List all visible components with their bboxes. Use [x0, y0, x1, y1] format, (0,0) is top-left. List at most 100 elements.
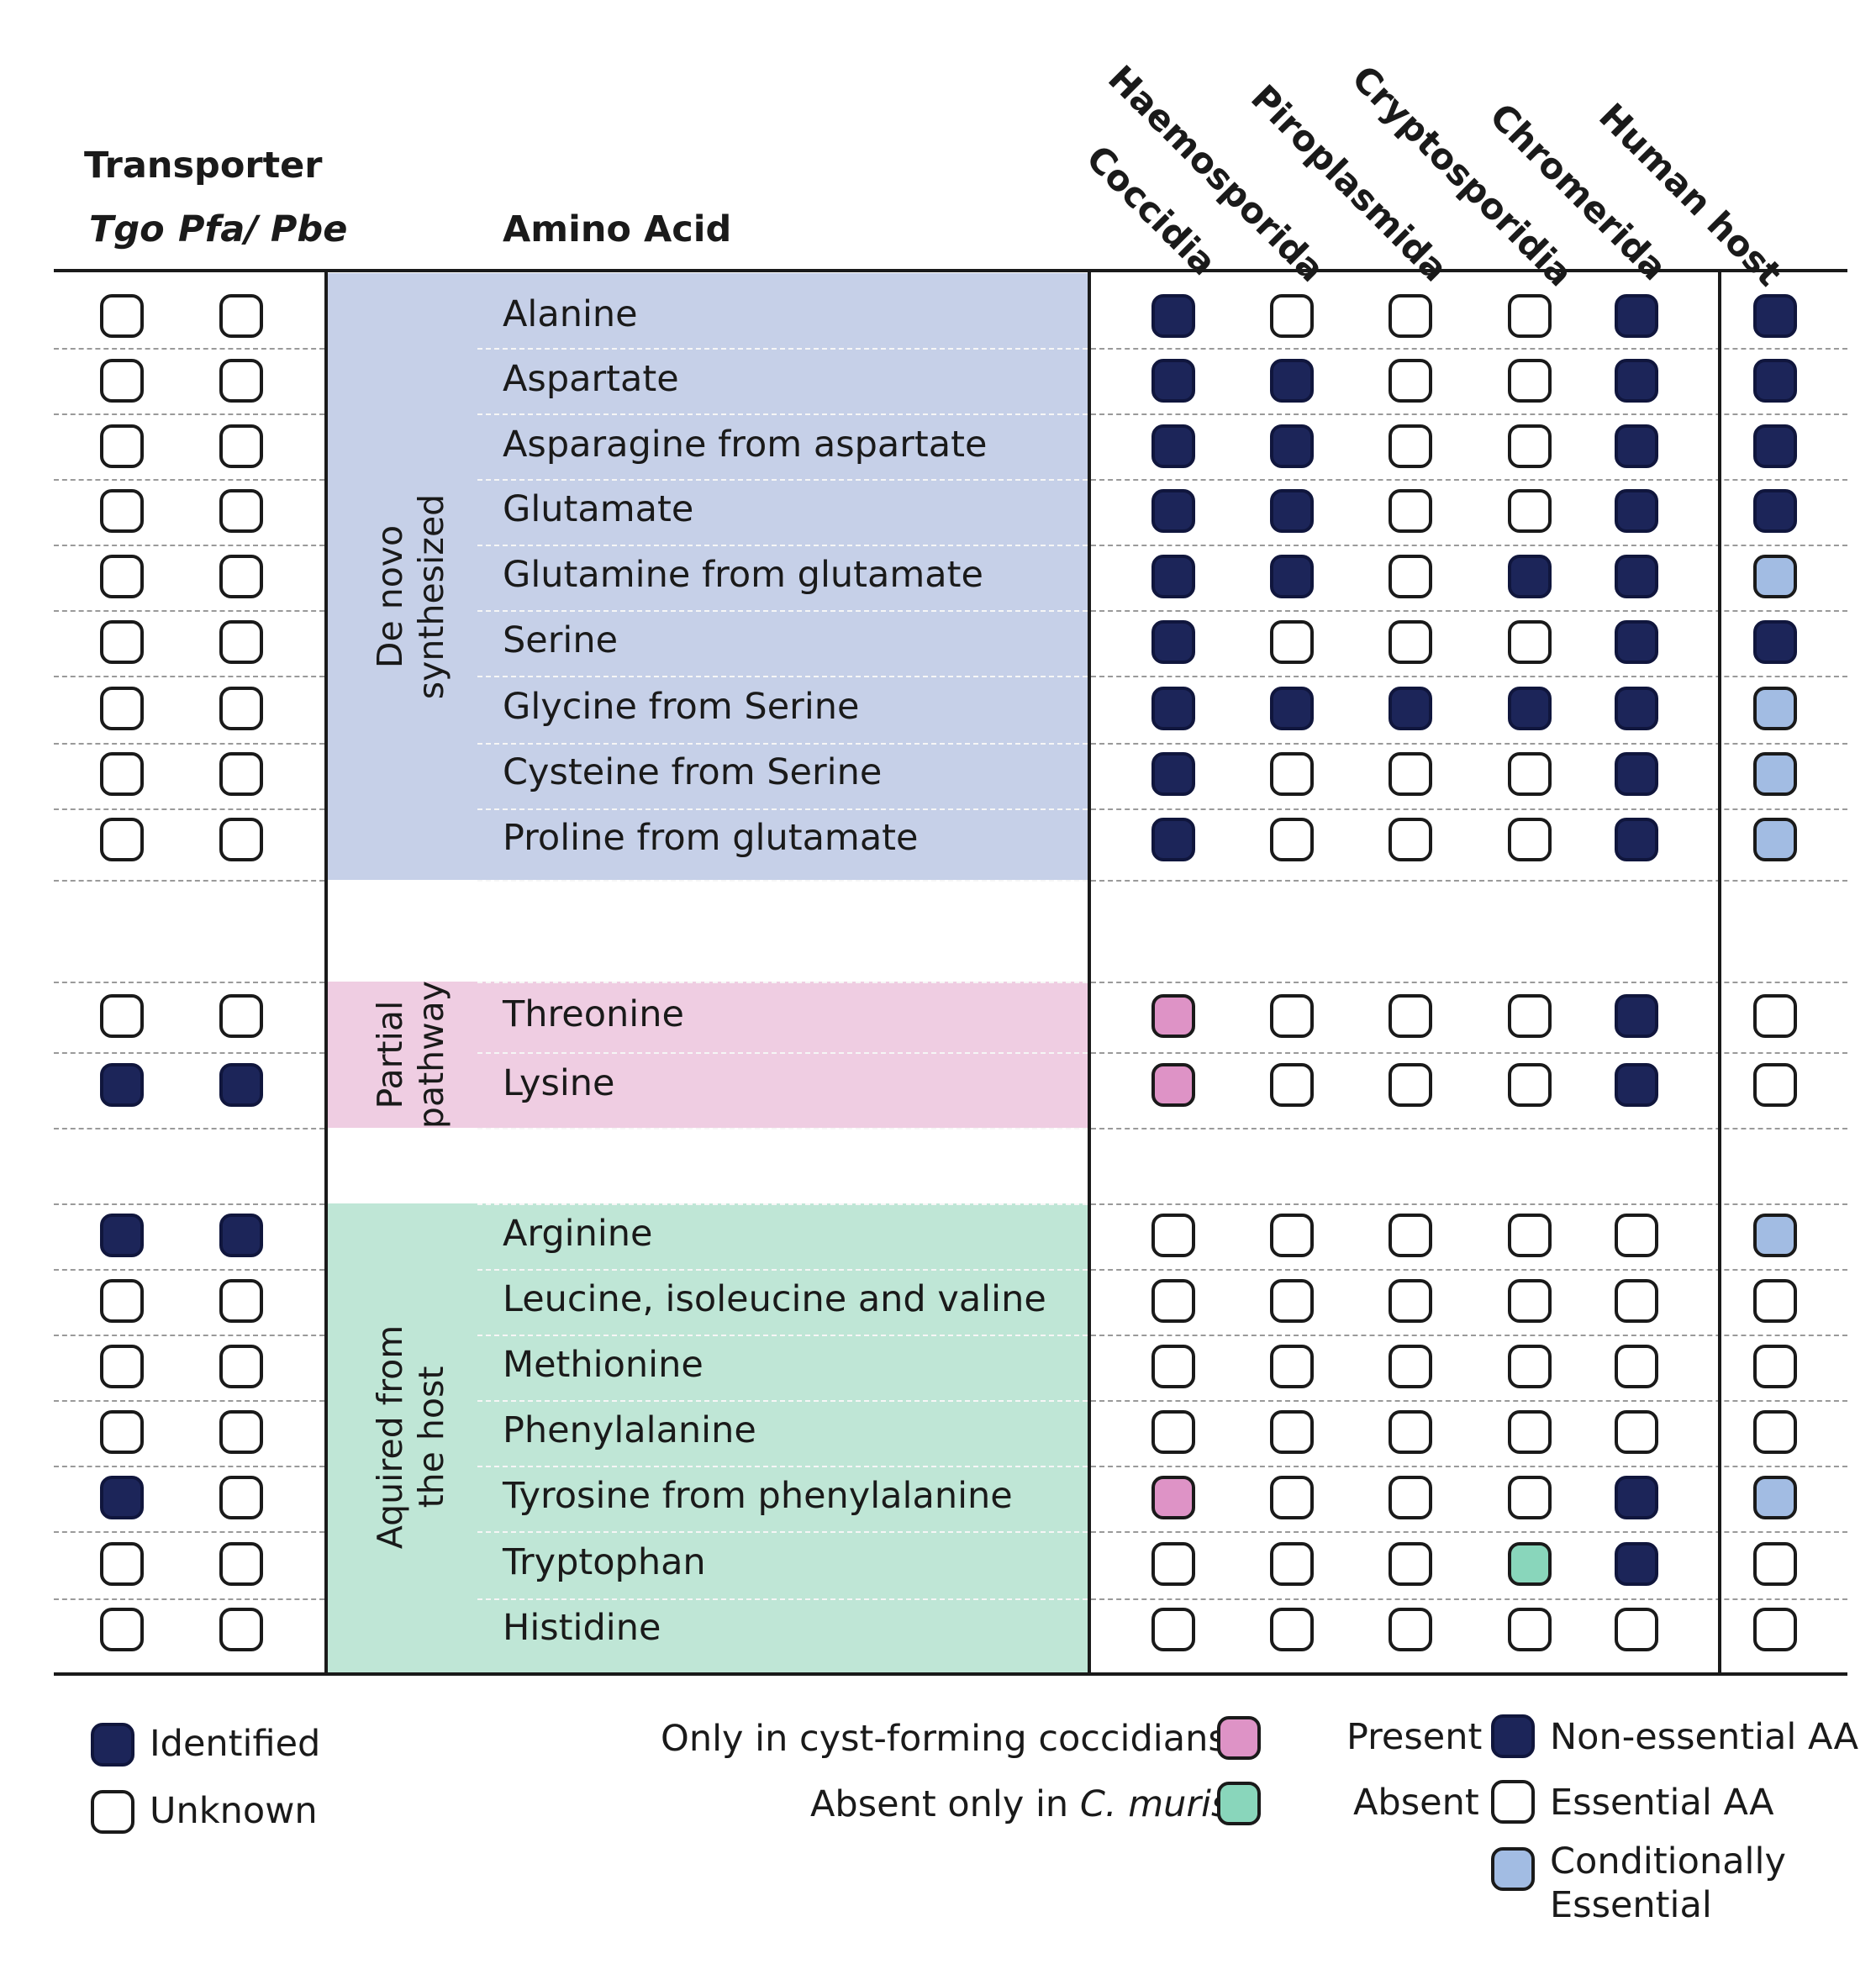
legend-conditional-swatch: [1491, 1847, 1535, 1891]
row-sep-dn-5-inner: [477, 676, 1088, 677]
amino-acid-label: Serine: [503, 619, 619, 661]
taxon-marker-2: [1389, 1542, 1432, 1586]
taxon-marker-4: [1615, 359, 1658, 403]
top-rule: [54, 269, 1847, 272]
taxon-marker-0: [1151, 1476, 1195, 1519]
legend-pink-swatch: [1217, 1716, 1261, 1760]
row-sep-dn-6-right: [1091, 743, 1847, 745]
row-sep-pp-1-right: [1091, 1052, 1847, 1054]
taxon-marker-0: [1151, 1345, 1195, 1388]
row-sep-dn-1-left: [54, 413, 324, 415]
row-sep-dn-7-right: [1091, 808, 1847, 810]
row-sep-dn-2-right: [1091, 479, 1847, 481]
human-host-marker: [1753, 1214, 1797, 1257]
row-sep-ah-5-left: [54, 1531, 324, 1533]
taxon-marker-4: [1615, 1608, 1658, 1651]
taxon-marker-3: [1508, 1279, 1552, 1323]
pfa-marker: [219, 1214, 263, 1257]
row-sep-dn-8-left: [54, 880, 324, 882]
row-sep-ah-2-inner: [477, 1335, 1088, 1336]
tgo-marker: [100, 489, 144, 533]
tgo-marker: [100, 620, 144, 664]
tgo-marker: [100, 1279, 144, 1323]
taxon-marker-2: [1389, 1063, 1432, 1107]
taxon-marker-4: [1615, 1410, 1658, 1454]
row-sep-ah-5-inner: [477, 1531, 1088, 1533]
tgo-marker: [100, 1345, 144, 1388]
row-sep-dn-7-inner: [477, 808, 1088, 810]
taxon-marker-4: [1615, 1345, 1658, 1388]
taxon-marker-4: [1615, 994, 1658, 1038]
tgo-marker: [100, 752, 144, 796]
pfa-marker: [219, 687, 263, 730]
pfa-marker: [219, 1063, 263, 1107]
group-label-partial-text: Partial pathway: [370, 980, 452, 1129]
bottom-rule: [54, 1672, 1847, 1676]
taxon-marker-1: [1270, 1063, 1314, 1107]
band-de-novo: [328, 273, 1089, 880]
taxon-marker-1: [1270, 1279, 1314, 1323]
taxon-marker-4: [1615, 1476, 1658, 1519]
pfa-marker: [219, 1345, 263, 1388]
pfa-marker: [219, 1476, 263, 1519]
taxon-marker-0: [1151, 1410, 1195, 1454]
row-sep-dn-4-right: [1091, 610, 1847, 612]
tgo-marker: [100, 555, 144, 598]
pfa-marker: [219, 994, 263, 1038]
taxon-marker-2: [1389, 1345, 1432, 1388]
pfa-marker: [219, 294, 263, 338]
row-sep-dn-8-inner: [477, 880, 1088, 882]
divider-middle: [1088, 271, 1091, 1674]
amino-acid-label: Threonine: [503, 993, 684, 1035]
legend-teal-label: Absent only in C. muris: [810, 1787, 1230, 1823]
taxon-marker-1: [1270, 489, 1314, 533]
taxon-marker-2: [1389, 1476, 1432, 1519]
amino-acid-label: Proline from glutamate: [503, 817, 919, 859]
taxon-marker-4: [1615, 294, 1658, 338]
taxon-marker-4: [1615, 489, 1658, 533]
tgo-header: Tgo: [89, 208, 165, 250]
taxon-marker-2: [1389, 489, 1432, 533]
row-sep-dn-0-right: [1091, 348, 1847, 350]
taxon-marker-1: [1270, 1542, 1314, 1586]
human-host-marker: [1753, 1345, 1797, 1388]
row-sep-ah-5-right: [1091, 1531, 1847, 1533]
row-sep-dn-2-inner: [477, 479, 1088, 481]
human-host-marker: [1753, 752, 1797, 796]
amino-acid-label: Glutamine from glutamate: [503, 554, 983, 596]
row-sep-pp-2-inner: [477, 1128, 1088, 1129]
taxon-marker-0: [1151, 294, 1195, 338]
taxon-marker-1: [1270, 424, 1314, 468]
group-label-acquired: Aquired from the host: [370, 1286, 454, 1588]
divider-right: [1718, 271, 1721, 1674]
amino-acid-label: Alanine: [503, 293, 638, 335]
taxon-marker-2: [1389, 687, 1432, 730]
taxon-marker-1: [1270, 1608, 1314, 1651]
row-sep-pp-1-inner: [477, 1052, 1088, 1054]
taxon-marker-1: [1270, 687, 1314, 730]
taxon-marker-3: [1508, 1608, 1552, 1651]
tgo-marker: [100, 424, 144, 468]
taxon-marker-3: [1508, 687, 1552, 730]
row-sep-dn-8-right: [1091, 880, 1847, 882]
pfa-marker: [219, 620, 263, 664]
tgo-marker: [100, 294, 144, 338]
amino-acid-label: Asparagine from aspartate: [503, 424, 988, 466]
taxon-marker-4: [1615, 1542, 1658, 1586]
legend-pink-label: Only in cyst-forming coccidians: [661, 1718, 1227, 1760]
amino-acid-label: Leucine, isoleucine and valine: [503, 1278, 1046, 1320]
taxon-marker-4: [1615, 1214, 1658, 1257]
tgo-marker: [100, 359, 144, 403]
tgo-marker: [100, 687, 144, 730]
band-partial-pathway: [328, 982, 1089, 1128]
human-host-marker: [1753, 818, 1797, 861]
human-host-marker: [1753, 359, 1797, 403]
group-label-partial: Partial pathway: [370, 929, 454, 1181]
pfa-marker: [219, 818, 263, 861]
taxon-marker-2: [1389, 818, 1432, 861]
taxon-marker-3: [1508, 994, 1552, 1038]
row-sep-ah-1-right: [1091, 1269, 1847, 1271]
tgo-marker: [100, 1476, 144, 1519]
amino-acid-label: Glycine from Serine: [503, 686, 860, 728]
